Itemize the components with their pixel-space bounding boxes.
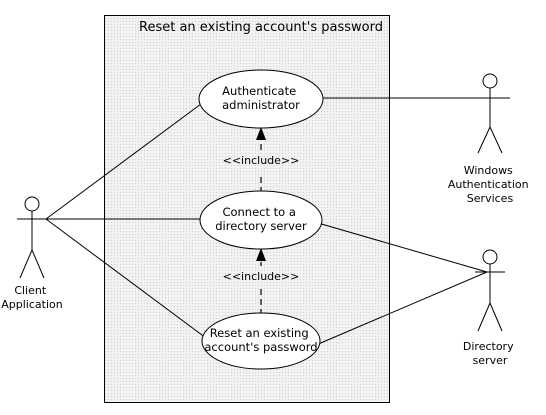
use-case-connect-ellipse <box>199 190 323 250</box>
use-case-reset-line-2: account's password <box>204 340 317 354</box>
include-lower-arrowhead <box>256 248 266 261</box>
use-case-connect-line-2: directory server <box>215 219 307 233</box>
include-lower: <<include>> <box>223 248 300 315</box>
actor-client: Client Application <box>1 196 63 311</box>
actor-windows-label-3: Services <box>467 192 514 205</box>
use-case-authenticate-line-2: administrator <box>222 98 300 112</box>
stick-figure-icon <box>475 249 505 332</box>
include-upper-label: <<include>> <box>223 154 300 167</box>
actor-windows: Windows Authentication Services <box>448 73 532 205</box>
svg-text:Connect to a directory s: Connect to a directory server <box>215 205 307 233</box>
include-upper-arrowhead <box>256 127 266 140</box>
system-title: Reset an existing account's password <box>139 20 383 35</box>
actor-client-label-2: Application <box>1 298 62 311</box>
svg-text:Directory server: Directory server <box>463 340 517 367</box>
association-client-reset <box>45 218 211 342</box>
svg-text:Client Application: Client Application <box>1 284 62 311</box>
actor-windows-label-1: Windows <box>464 164 513 177</box>
associations <box>45 97 510 346</box>
use-case-reset: Reset an existing account's password <box>201 312 321 370</box>
include-upper: <<include>> <box>223 127 300 193</box>
association-client-authenticate <box>45 100 206 220</box>
use-case-connect: Connect to a directory server <box>199 190 323 250</box>
use-case-authenticate-line-1: Authenticate <box>222 84 296 98</box>
use-case-reset-ellipse <box>201 312 321 370</box>
actor-windows-label-2: Authentication <box>448 178 529 191</box>
use-case-reset-line-1: Reset an existing <box>210 326 309 340</box>
include-lower-label: <<include>> <box>223 270 300 283</box>
association-directory-connect <box>317 222 488 273</box>
association-directory-reset <box>315 271 488 346</box>
actor-directory: Directory server <box>463 249 517 367</box>
actor-client-label-1: Client <box>14 284 47 297</box>
use-case-authenticate-ellipse <box>198 69 324 129</box>
svg-text:Reset an existing accoun: Reset an existing account's password <box>204 326 317 354</box>
stick-figure-icon <box>17 196 47 279</box>
use-case-connect-line-1: Connect to a <box>222 205 295 219</box>
svg-text:Windows Authentication: Windows Authentication Services <box>448 164 532 205</box>
actor-directory-label-1: Directory <box>463 340 514 353</box>
svg-text:Authenticate administrat: Authenticate administrator <box>222 84 300 112</box>
use-case-authenticate: Authenticate administrator <box>198 69 324 129</box>
actor-directory-label-2: server <box>473 354 508 367</box>
stick-figure-icon <box>474 73 506 154</box>
